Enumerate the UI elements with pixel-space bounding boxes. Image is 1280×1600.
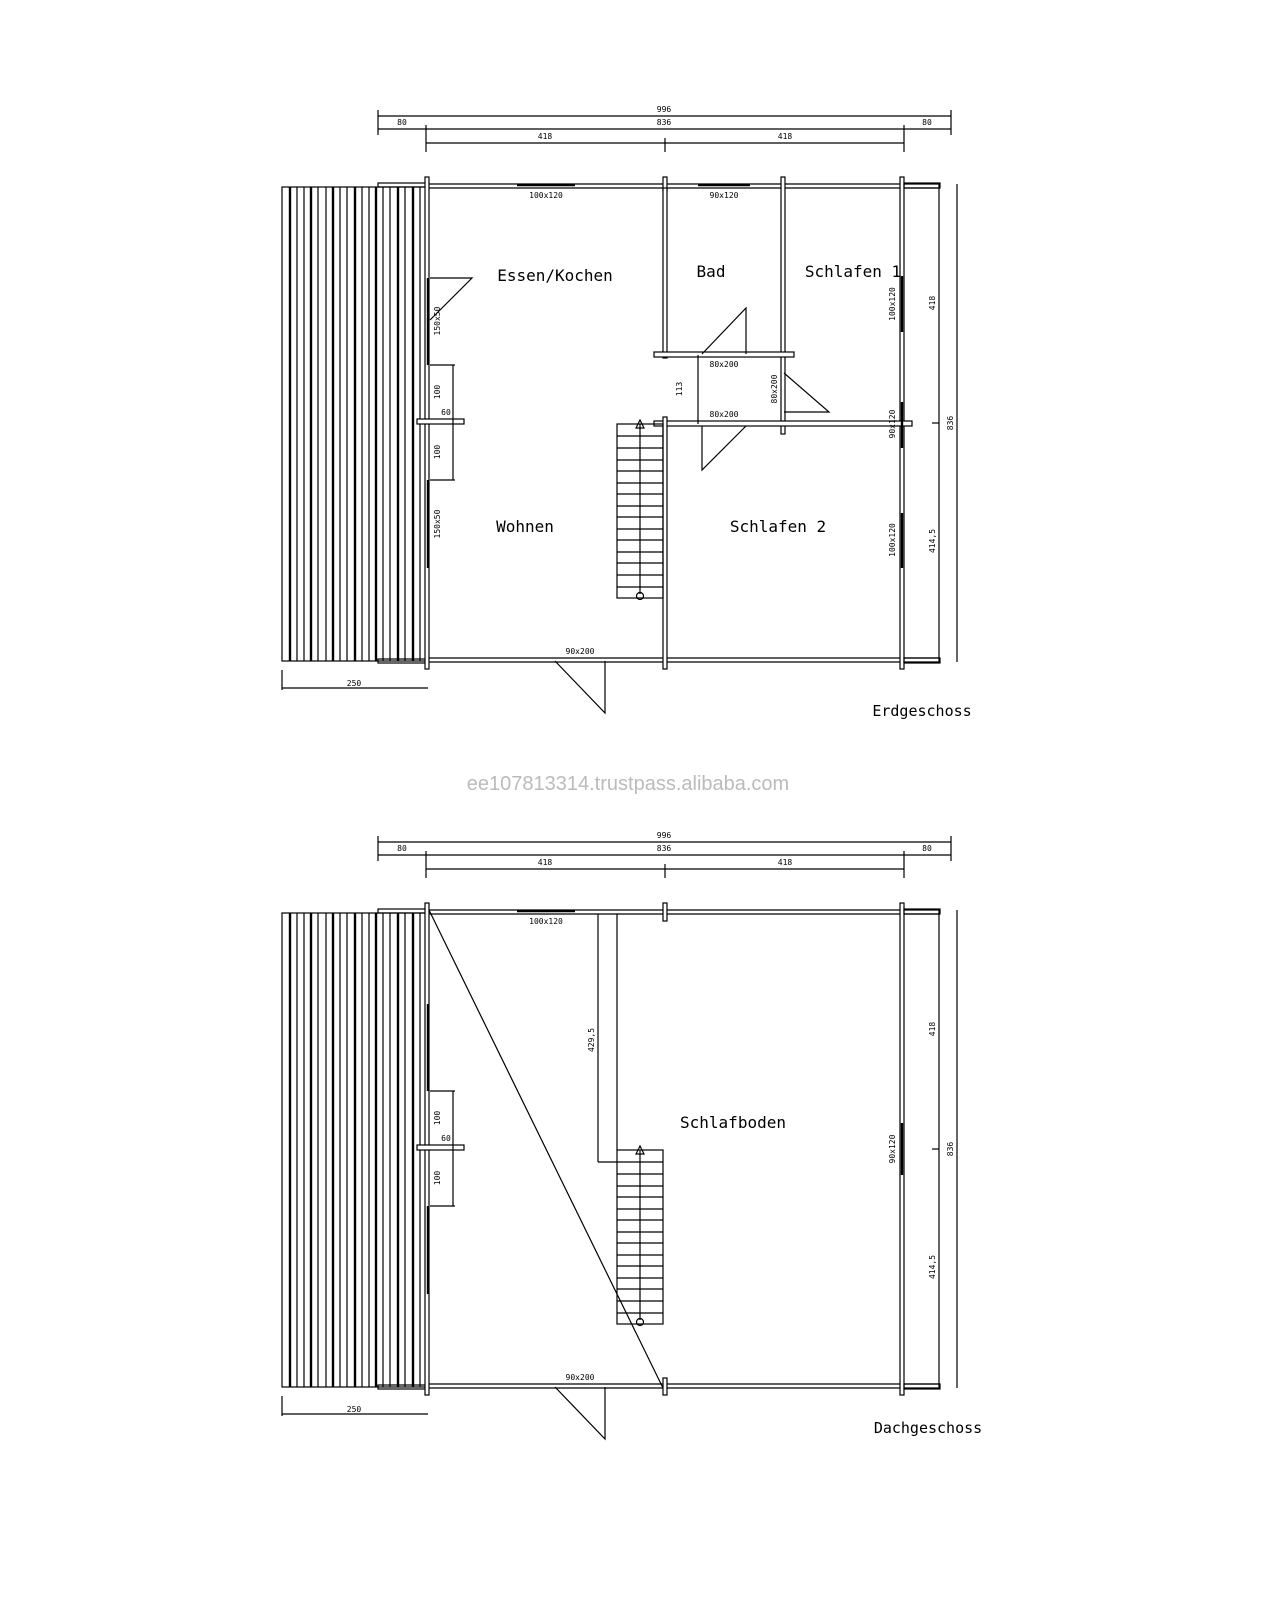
- room-label-schlafen-1: Schlafen 1: [805, 262, 901, 281]
- window-label-right-mid: 90x120: [888, 409, 897, 438]
- stair-start-circle-icon: [635, 591, 645, 601]
- window-label-right-mid: 90x120: [888, 1134, 897, 1163]
- left-wall-dimensions: 100 60 100: [430, 1090, 455, 1207]
- window-label-top-left: 100x120: [529, 191, 563, 200]
- window-label-right-upper: 100x120: [888, 287, 897, 321]
- room-labels: Essen/Kochen Bad Schlafen 1 Wohnen Schla…: [496, 262, 901, 536]
- dim-left-lower: 100: [433, 445, 442, 460]
- staircase: [616, 418, 664, 601]
- terrace-decking: [281, 182, 429, 664]
- right-dimensions: 418 414,5 836: [928, 184, 958, 662]
- door-label-schlafen1: 80x200: [770, 374, 779, 403]
- dim-right-upper: 418: [928, 1022, 937, 1037]
- ground-floor-plan: 996 80 836 80 418 418: [281, 105, 972, 720]
- room-label-wohnen: Wohnen: [496, 517, 554, 536]
- dim-corridor-width: 113: [675, 382, 684, 397]
- door-label-schlafen2: 80x200: [710, 410, 739, 419]
- bottom-dimensions: 250: [281, 670, 428, 690]
- room-label-bad: Bad: [697, 262, 726, 281]
- room-label-schlafen-2: Schlafen 2: [730, 517, 826, 536]
- dim-left-lower: 100: [433, 1171, 442, 1186]
- dim-total-width: 996: [657, 105, 672, 114]
- left-wall-dimensions: 100 60 100: [430, 364, 455, 481]
- dim-right-lower: 414,5: [928, 1255, 937, 1279]
- window-label-bad: 90x120: [710, 191, 739, 200]
- dim-gallery-length: 429,5: [587, 1028, 596, 1052]
- dim-right-upper: 418: [928, 296, 937, 311]
- doors: 90x200: [554, 1373, 606, 1441]
- window-label-left-upper: 150x50: [433, 306, 442, 335]
- gallery-and-roofline: 429,5: [416, 909, 664, 1389]
- dim-body-width: 836: [657, 118, 672, 127]
- dim-left-upper: 100: [433, 385, 442, 400]
- interior-walls: [416, 176, 913, 670]
- dim-left-upper: 100: [433, 1111, 442, 1126]
- room-label-essen-kochen: Essen/Kochen: [497, 266, 613, 285]
- dim-total-width: 996: [657, 831, 672, 840]
- dim-half-right: 418: [778, 132, 793, 141]
- dim-half-left: 418: [538, 132, 553, 141]
- dim-half-left: 418: [538, 858, 553, 867]
- windows: 100x120 90x120: [426, 909, 904, 1294]
- floor-title-erdgeschoss: Erdgeschoss: [872, 702, 971, 720]
- dim-right-total: 836: [946, 1142, 955, 1157]
- dim-left-overhang: 80: [397, 118, 407, 127]
- doors: 80x200 80x200 80x200 90x200 113: [554, 306, 831, 715]
- door-label-entry: 90x200: [566, 647, 595, 656]
- dim-right-lower: 414,5: [928, 529, 937, 553]
- stair-start-circle-icon: [635, 1317, 645, 1327]
- right-dimensions: 418 414,5 836: [928, 910, 958, 1388]
- terrace-decking: [281, 908, 429, 1390]
- dim-right-overhang: 80: [922, 844, 932, 853]
- bottom-dimensions: 250: [281, 1396, 428, 1416]
- door-label-entry: 90x200: [566, 1373, 595, 1382]
- room-label-schlafboden: Schlafboden: [680, 1113, 786, 1132]
- staircase: [616, 1144, 664, 1327]
- windows: 100x120 90x120 150x50 150x50 100x120 90x…: [426, 183, 904, 568]
- top-dimensions: 996 80 836 80 418 418: [377, 105, 952, 152]
- exterior-walls: [424, 902, 941, 1396]
- stair-direction-arrow-icon: [635, 418, 645, 429]
- dim-body-width: 836: [657, 844, 672, 853]
- floor-title-dachgeschoss: Dachgeschoss: [874, 1419, 982, 1437]
- dim-left-mid: 60: [441, 408, 451, 417]
- window-label-right-lower: 100x120: [888, 523, 897, 557]
- dim-left-mid: 60: [441, 1134, 451, 1143]
- top-dimensions: 996 80 836 80 418 418: [377, 831, 952, 878]
- dim-terrace-depth: 250: [347, 679, 362, 688]
- window-label-left-lower: 150x50: [433, 509, 442, 538]
- dim-terrace-depth: 250: [347, 1405, 362, 1414]
- attic-floor-plan: 996 80 836 80 418 418: [281, 831, 982, 1441]
- dim-right-overhang: 80: [922, 118, 932, 127]
- dim-left-overhang: 80: [397, 844, 407, 853]
- window-label-top-left: 100x120: [529, 917, 563, 926]
- stair-direction-arrow-icon: [635, 1144, 645, 1155]
- dim-half-right: 418: [778, 858, 793, 867]
- door-label-bad: 80x200: [710, 360, 739, 369]
- watermark-text: ee107813314.trustpass.alibaba.com: [467, 773, 789, 795]
- dim-right-total: 836: [946, 416, 955, 431]
